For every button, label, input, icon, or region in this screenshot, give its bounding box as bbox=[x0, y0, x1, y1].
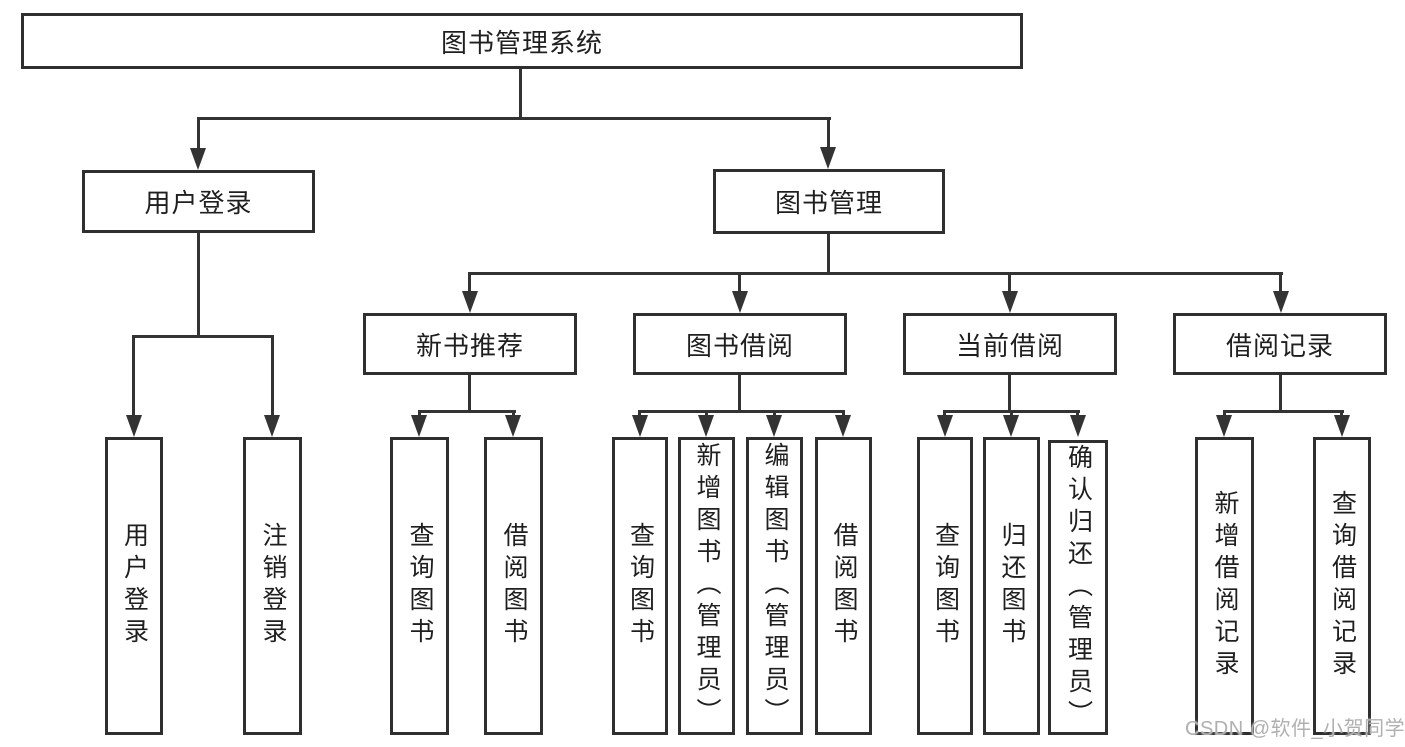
leaf-label: 借阅图书 bbox=[500, 522, 528, 650]
connector-line bbox=[1279, 272, 1282, 293]
connector-arrowhead bbox=[1216, 415, 1232, 437]
connector-arrowhead bbox=[820, 147, 836, 169]
connector-arrowhead bbox=[1273, 291, 1289, 313]
leaf-label: 查询图书 bbox=[406, 522, 434, 650]
connector-line bbox=[468, 272, 471, 293]
connector-line bbox=[1008, 375, 1011, 410]
connector-arrowhead bbox=[126, 415, 142, 437]
leaf-label: 查询图书 bbox=[626, 522, 655, 650]
connector-arrowhead bbox=[1070, 415, 1086, 437]
connector-arrowhead bbox=[1002, 291, 1018, 313]
leaf-user-login: 用户登录 bbox=[105, 437, 163, 735]
leaf-borrowing-add-books-admin: 新增图书（管理员） bbox=[678, 437, 735, 735]
connector-line bbox=[638, 410, 641, 417]
connector-arrowhead bbox=[732, 291, 748, 313]
leaf-label: 新增图书（管理员） bbox=[693, 442, 721, 730]
node-library-management-system: 图书管理系统 bbox=[21, 13, 1023, 69]
connector-arrowhead bbox=[835, 415, 851, 437]
node-label: 图书借阅 bbox=[685, 330, 794, 361]
connector-arrowhead bbox=[632, 415, 648, 437]
leaf-records-add-borrow-record: 新增借阅记录 bbox=[1195, 437, 1254, 735]
connector-line bbox=[705, 410, 708, 417]
leaf-records-query-borrow-record: 查询借阅记录 bbox=[1313, 437, 1371, 735]
node-user-login: 用户登录 bbox=[82, 170, 315, 233]
connector-line bbox=[197, 117, 200, 151]
connector-arrowhead bbox=[462, 291, 478, 313]
leaf-borrowing-edit-books-admin: 编辑图书（管理员） bbox=[746, 437, 803, 735]
leaf-label: 查询图书 bbox=[931, 522, 960, 650]
connector-line bbox=[468, 272, 1283, 275]
connector-line bbox=[738, 272, 741, 293]
leaf-label: 注销登录 bbox=[259, 522, 287, 650]
connector-arrowhead bbox=[1334, 415, 1350, 437]
connector-line bbox=[738, 375, 741, 410]
connector-line bbox=[271, 335, 274, 417]
connector-line bbox=[519, 69, 522, 117]
connector-line bbox=[1223, 410, 1226, 417]
connector-line bbox=[418, 410, 421, 417]
leaf-logout: 注销登录 bbox=[243, 437, 302, 735]
leaf-label: 用户登录 bbox=[120, 522, 149, 650]
node-book-management: 图书管理 bbox=[713, 169, 945, 234]
connector-line bbox=[132, 335, 274, 338]
connector-line bbox=[418, 410, 516, 413]
csdn-watermark: CSDN @软件_小贺同学 bbox=[1185, 718, 1405, 740]
connector-line bbox=[1010, 410, 1013, 417]
leaf-label: 新增借阅记录 bbox=[1211, 490, 1239, 682]
connector-line bbox=[1076, 410, 1079, 417]
node-borrowing-records: 借阅记录 bbox=[1173, 313, 1387, 375]
connector-line bbox=[1008, 272, 1011, 293]
connector-arrowhead bbox=[264, 415, 280, 437]
leaf-label: 编辑图书（管理员） bbox=[761, 442, 789, 730]
connector-arrowhead bbox=[1003, 415, 1019, 437]
connector-line bbox=[827, 117, 830, 150]
leaf-borrowing-query-books: 查询图书 bbox=[612, 437, 668, 735]
leaf-recommend-borrow-books: 借阅图书 bbox=[484, 437, 543, 735]
leaf-borrowing-borrow-books: 借阅图书 bbox=[815, 437, 872, 735]
node-label: 用户登录 bbox=[144, 188, 253, 218]
connector-arrowhead bbox=[698, 415, 714, 437]
leaf-label: 借阅图书 bbox=[830, 522, 858, 650]
node-label: 图书管理 bbox=[774, 188, 883, 218]
node-current-borrowing: 当前借阅 bbox=[903, 313, 1117, 375]
leaf-label: 确认归还（管理员） bbox=[1064, 443, 1093, 732]
leaf-label: 查询借阅记录 bbox=[1328, 490, 1357, 682]
connector-line bbox=[1340, 410, 1343, 417]
connector-line bbox=[827, 234, 830, 272]
node-label: 借阅记录 bbox=[1225, 330, 1334, 361]
connector-line bbox=[197, 233, 200, 335]
connector-arrowhead bbox=[937, 415, 953, 437]
connector-line bbox=[468, 375, 471, 410]
connector-line bbox=[773, 410, 776, 417]
node-label: 图书管理系统 bbox=[440, 27, 603, 58]
node-book-borrowing: 图书借阅 bbox=[633, 313, 847, 375]
node-label: 新书推荐 bbox=[415, 330, 524, 361]
leaf-recommend-query-books: 查询图书 bbox=[390, 437, 449, 735]
node-new-book-recommendation: 新书推荐 bbox=[363, 313, 577, 375]
connector-line bbox=[943, 410, 946, 417]
connector-line bbox=[197, 117, 831, 120]
leaf-current-return-books: 归还图书 bbox=[983, 437, 1040, 735]
connector-arrowhead bbox=[766, 415, 782, 437]
leaf-label: 归还图书 bbox=[998, 522, 1026, 650]
connector-arrowhead bbox=[505, 415, 521, 437]
leaf-current-confirm-return-admin: 确认归还（管理员） bbox=[1048, 440, 1108, 735]
node-label: 当前借阅 bbox=[955, 330, 1064, 361]
connector-line bbox=[1279, 375, 1282, 410]
connector-line bbox=[132, 335, 135, 417]
connector-arrowhead bbox=[190, 148, 206, 170]
connector-line bbox=[842, 410, 845, 417]
connector-arrowhead bbox=[411, 415, 427, 437]
connector-line bbox=[1223, 410, 1344, 413]
connector-line bbox=[638, 410, 845, 413]
leaf-current-query-books: 查询图书 bbox=[917, 437, 973, 735]
connector-line bbox=[512, 410, 515, 417]
